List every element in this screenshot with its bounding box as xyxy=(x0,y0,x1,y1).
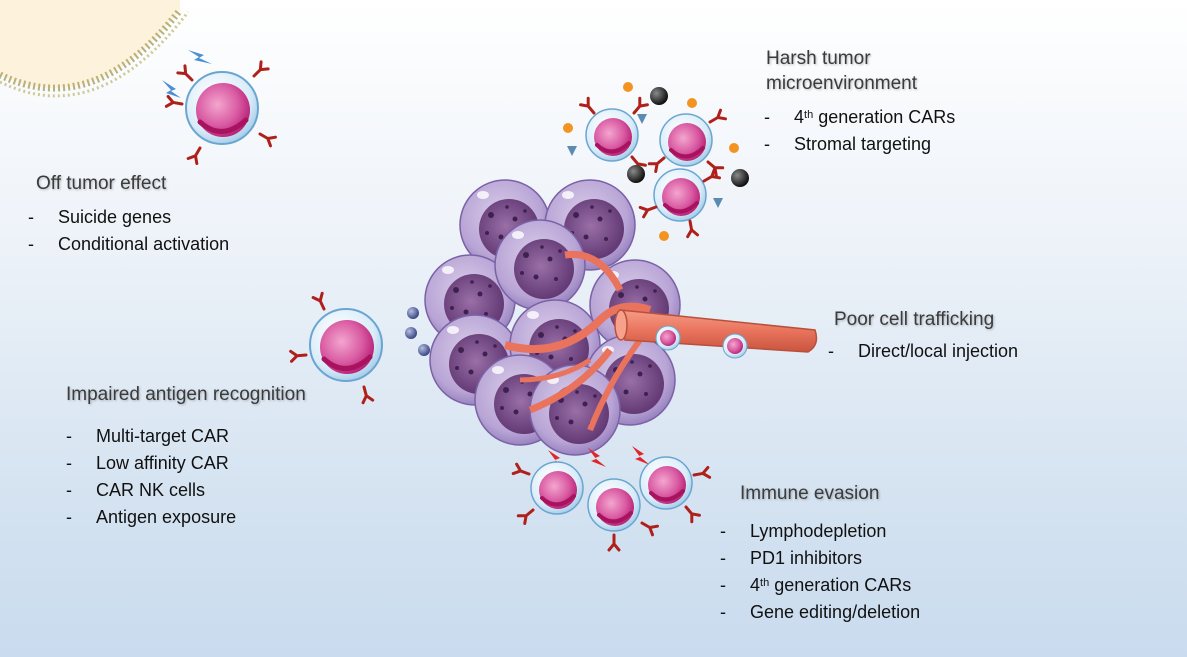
lightning-icon xyxy=(162,50,212,98)
poor-trafficking-section: Poor cell trafficking -Direct/local inje… xyxy=(828,307,1018,365)
list-item: -Suicide genes xyxy=(28,207,172,227)
antigen-molecules xyxy=(405,307,430,356)
immune-evasion-section: Immune evasion -Lymphodepletion -PD1 inh… xyxy=(720,481,920,626)
off-tumor-section: Off tumor effect -Suicide genes -Conditi… xyxy=(28,171,229,258)
healthy-tissue-cell xyxy=(0,0,190,98)
harsh-tme-section: Harsh tumor microenvironment -4th genera… xyxy=(764,46,956,158)
list-item: -Lymphodepletion xyxy=(720,521,887,541)
list-item: -Low affinity CAR xyxy=(66,453,229,473)
list-item: -Conditional activation xyxy=(28,234,230,254)
list-item: -Multi-target CAR xyxy=(66,426,230,446)
list-item: -CAR NK cells xyxy=(66,480,206,500)
off-tumor-title: Off tumor effect xyxy=(36,173,167,194)
harsh-tme-title-1: Harsh tumor xyxy=(766,48,871,69)
harsh-tme-title-2: microenvironment xyxy=(766,73,917,94)
list-item: -Antigen exposure xyxy=(66,507,237,527)
poor-trafficking-title: Poor cell trafficking xyxy=(834,309,995,330)
car-t-cell-in-vessel xyxy=(655,325,748,359)
list-item: -Stromal targeting xyxy=(764,134,932,154)
list-item: -PD1 inhibitors xyxy=(720,548,863,568)
immune-evasion-title: Immune evasion xyxy=(740,483,880,504)
tme-molecules xyxy=(563,82,749,241)
impaired-antigen-title: Impaired antigen recognition xyxy=(66,384,306,405)
impaired-antigen-section: Impaired antigen recognition -Multi-targ… xyxy=(66,382,306,531)
car-t-cells-evasion xyxy=(511,455,712,552)
list-item: -Gene editing/deletion xyxy=(720,602,921,622)
lightning-icon xyxy=(548,446,650,469)
car-t-cell-off-tumor xyxy=(164,60,277,165)
list-item: -4th generation CARs xyxy=(720,575,912,595)
list-item: -4th generation CARs xyxy=(764,107,956,127)
list-item: -Direct/local injection xyxy=(828,341,1019,361)
